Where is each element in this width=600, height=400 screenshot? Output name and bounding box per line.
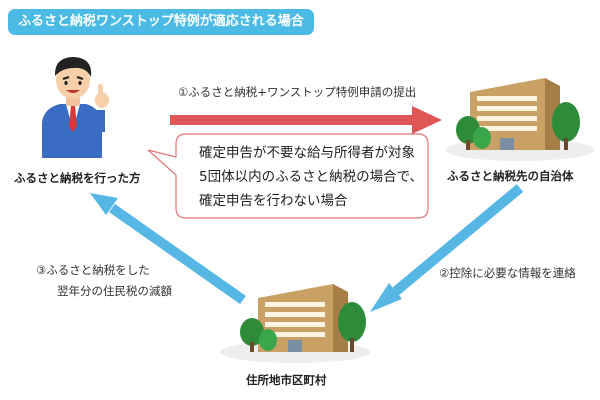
step1-label: ①ふるさと納税+ワンストップ特例申請の提出 xyxy=(178,85,417,99)
step3-label-line2: 翌年分の住民税の減額 xyxy=(57,284,172,298)
donor-label: ふるさと納税を行った方 xyxy=(14,171,141,185)
donor-person-icon xyxy=(42,57,109,158)
residence-municipality-label: 住所地市区町村 xyxy=(246,373,327,387)
recipient-municipality-building-icon xyxy=(445,78,595,161)
callout-line2: 5団体以内のふるさと納税の場合で、 xyxy=(199,169,424,185)
recipient-municipality-label: ふるさと納税先の自治体 xyxy=(447,169,574,183)
callout-line1: 確定申告が不要な給与所得者が対象 xyxy=(199,145,415,161)
residence-municipality-building-icon xyxy=(220,284,370,363)
page-title: ふるさと納税ワンストップ特例が適応される場合 xyxy=(8,9,314,35)
callout-bubble xyxy=(147,133,429,219)
arrow-step1 xyxy=(170,106,442,134)
callout-text: 確定申告が不要な給与所得者が対象 5団体以内のふるさと納税の場合で、 確定申告を… xyxy=(199,141,425,213)
step2-label: ②控除に必要な情報を連絡 xyxy=(439,266,576,280)
callout-line3: 確定申告を行わない場合 xyxy=(199,193,348,209)
step3-label-line1: ③ふるさと納税をした xyxy=(36,263,150,277)
arrow-step3 xyxy=(90,193,246,305)
arrow-step2 xyxy=(370,184,524,312)
